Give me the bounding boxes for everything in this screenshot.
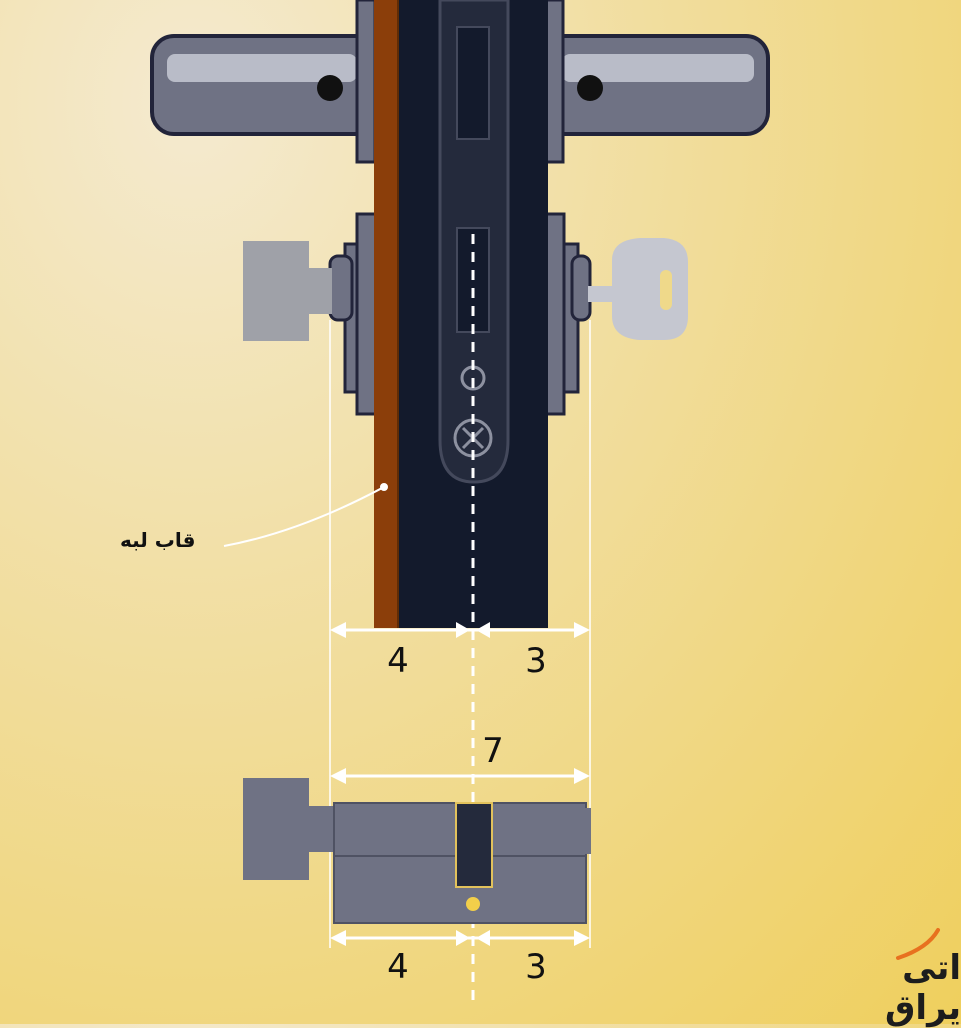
- edge-frame: [374, 0, 398, 628]
- door-left-dimension: 4: [387, 641, 409, 681]
- door-dimension-line: [330, 622, 590, 638]
- cylinder-right-dimension: 3: [525, 947, 547, 987]
- thumb-turn-knob-icon: [243, 241, 332, 341]
- cylinder-dimension-line: [330, 930, 590, 946]
- brand-swoosh-icon: [896, 928, 940, 960]
- euro-cylinder: [243, 778, 591, 924]
- rose-left: [355, 0, 377, 164]
- door-right-dimension: 3: [525, 641, 547, 681]
- edge-frame-label: قاب لبه: [120, 528, 196, 552]
- brand-logo: اتی یراق: [885, 948, 961, 1028]
- total-dimension-line: [330, 768, 590, 784]
- lever-handle-right: [538, 34, 770, 136]
- lever-handle-left: [150, 34, 384, 136]
- total-dimension: 7: [482, 731, 504, 771]
- cylinder-left-dimension: 4: [387, 947, 409, 987]
- edge-frame-pointer: [223, 486, 385, 547]
- key-icon: [588, 238, 688, 340]
